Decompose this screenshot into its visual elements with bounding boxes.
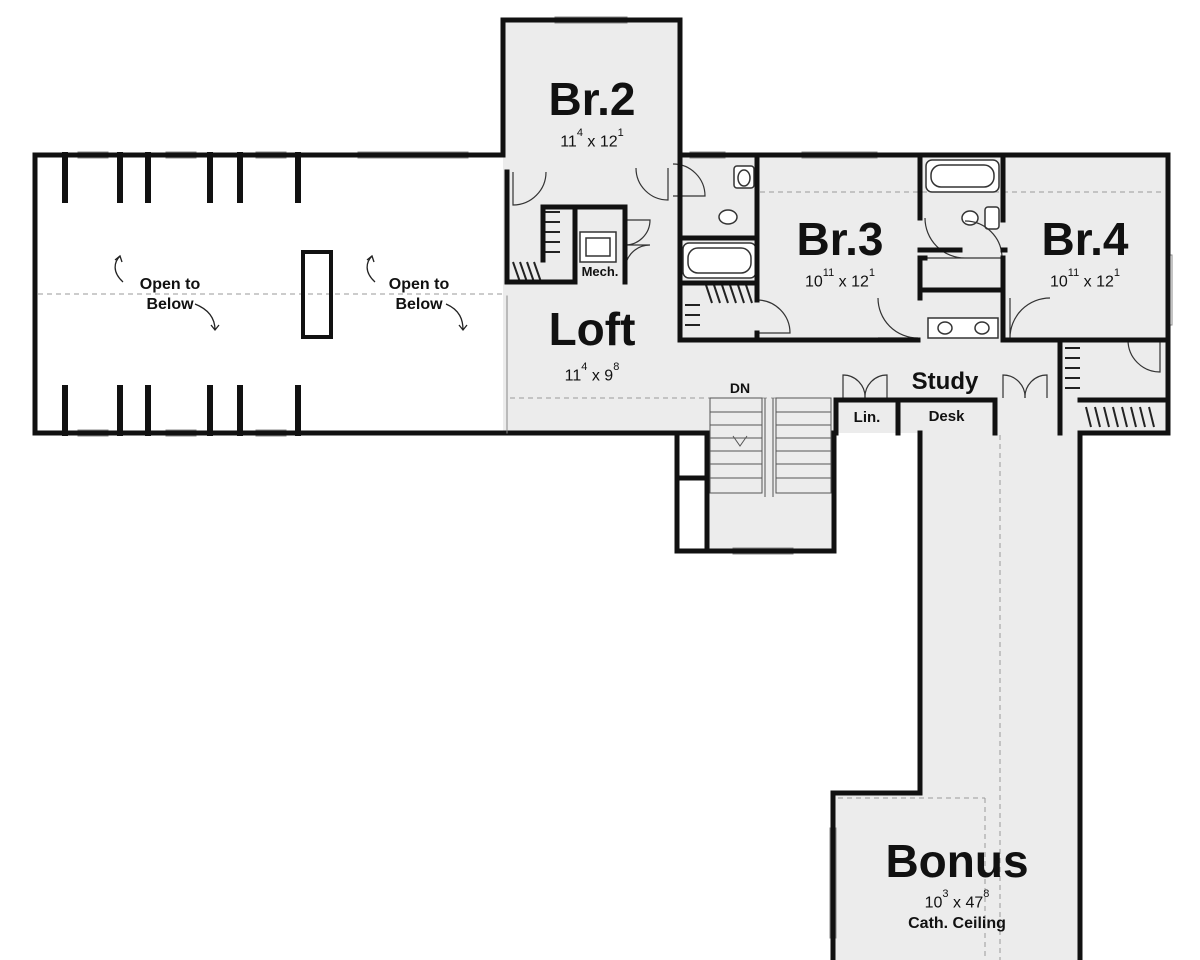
study-label: Study: [911, 368, 979, 395]
loft-name: Loft: [548, 303, 636, 355]
toilet-2: [984, 206, 1000, 230]
bonus-dimensions: 103 x 478: [924, 888, 990, 912]
br4-name: Br.4: [1041, 213, 1129, 265]
br3-dimensions: 1011 x 121: [804, 267, 876, 291]
closet-rods: [512, 211, 1155, 428]
floor-fills: [35, 20, 1168, 960]
desk-label: Desk: [928, 408, 965, 425]
bonus-floor: [833, 793, 1080, 960]
loft-floor: [503, 282, 680, 433]
chimney: [301, 250, 333, 339]
br4-dimensions: 1011 x 121: [1049, 267, 1121, 291]
fixtures: [579, 159, 1000, 339]
stair-floor: [707, 433, 834, 551]
loft-dimensions: 114 x 98: [564, 361, 620, 385]
stair: [709, 397, 832, 497]
br3-name: Br.3: [796, 213, 884, 265]
hall-floor: [680, 155, 1168, 433]
mech-label: Mech.: [581, 264, 619, 279]
br2-name: Br.2: [548, 73, 636, 125]
stair-down-label: DN: [729, 380, 751, 396]
bonus-note: Cath. Ceiling: [908, 915, 1006, 932]
walls: [32, 17, 1171, 960]
linen-label: Lin.: [853, 409, 881, 426]
sink-1: [718, 209, 738, 225]
br2-dimensions: 114 x 121: [560, 127, 624, 151]
bonus-name: Bonus: [885, 835, 1029, 887]
open-below-arrows: [114, 254, 468, 332]
